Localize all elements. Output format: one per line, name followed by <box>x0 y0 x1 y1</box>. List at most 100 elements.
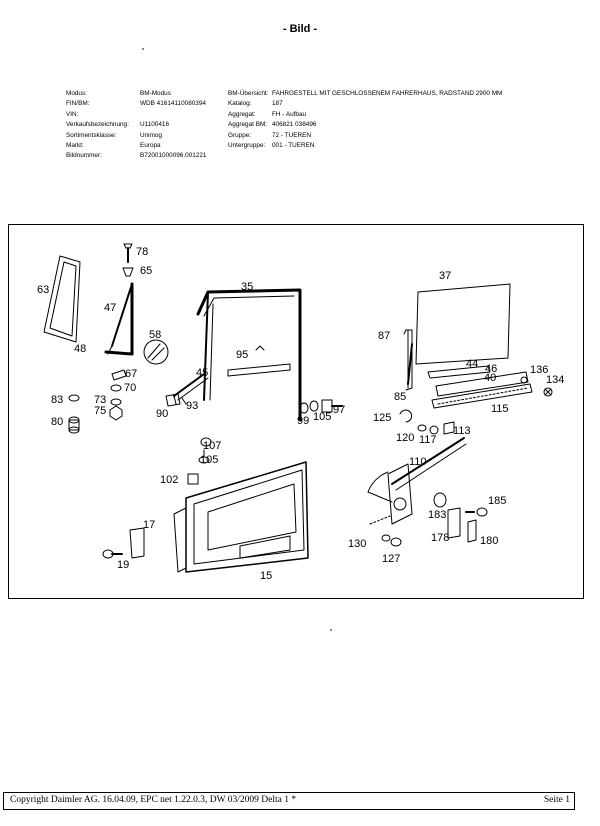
bolt-part <box>187 437 212 485</box>
part-number: 73 <box>94 394 107 406</box>
window-frame-part <box>173 288 302 422</box>
info-value: FAHRGESTELL MIT GESCHLOSSENEM FAHRERHAUS… <box>272 90 503 97</box>
part-number: 83 <box>51 394 64 406</box>
info-label: Verkaufsbezeichnung: <box>66 121 129 129</box>
info-labels-2: BM-Übersicht: Katalog: Aggregat: Aggrega… <box>228 89 268 151</box>
part-number: 95 <box>236 349 249 361</box>
part-number: 105 <box>200 454 219 466</box>
part-number: 113 <box>453 425 471 437</box>
part-number: 185 <box>488 495 507 507</box>
part-number: 75 <box>94 405 107 417</box>
info-label: FIN/BM: <box>66 100 90 108</box>
part-number: 87 <box>378 330 391 342</box>
screw-part <box>381 534 402 547</box>
info-values: BM-Modus WDB 41614110080394 ​ U1100416 U… <box>140 89 206 162</box>
part-number: 120 <box>396 432 415 444</box>
part-number: 58 <box>149 329 162 341</box>
part-number: 107 <box>203 440 222 452</box>
scan-speck <box>142 48 144 50</box>
info-label: Sortimentsklasse: <box>66 131 117 139</box>
wrench-symbol <box>143 339 169 365</box>
part-number: 80 <box>51 416 64 428</box>
part-number: 93 <box>186 400 199 412</box>
copyright-text: Copyright Daimler AG. 16.04.09, EPC net … <box>10 795 297 805</box>
info-label: Modus: <box>66 90 87 97</box>
part-number: 136 <box>530 364 549 376</box>
info-value: U1100416 <box>140 121 170 129</box>
part-number: 127 <box>382 553 401 565</box>
part-number: 17 <box>143 519 156 531</box>
part-number: 47 <box>104 302 117 314</box>
armrest-part <box>102 527 145 559</box>
part-number: 40 <box>484 372 497 384</box>
info-value: 406821 038496 <box>272 121 317 129</box>
screw-part <box>543 387 553 397</box>
part-number: 85 <box>394 391 407 403</box>
part-number: 99 <box>297 415 310 427</box>
info-values-2: FAHRGESTELL MIT GESCHLOSSENEM FAHRERHAUS… <box>272 89 502 151</box>
part-number: 70 <box>124 382 137 394</box>
part-number: 183 <box>428 509 447 521</box>
info-label: Bildnummer: <box>66 152 102 160</box>
bracket-part <box>165 393 187 407</box>
bolt-part <box>299 399 343 414</box>
info-value: Unimog <box>140 131 163 139</box>
door-glass-part <box>407 283 511 385</box>
part-number: 35 <box>241 281 254 293</box>
info-value: ​ <box>140 110 206 120</box>
part-number: 134 <box>546 374 565 386</box>
clip-part <box>399 409 455 435</box>
hinge-part <box>447 507 488 543</box>
guide-rail-part <box>403 329 413 391</box>
page-footer: Copyright Daimler AG. 16.04.09, EPC net … <box>3 792 575 810</box>
part-number: 102 <box>160 474 179 486</box>
drawing-frame <box>8 224 584 599</box>
part-number: 125 <box>373 412 392 424</box>
seal-strip-part <box>227 345 291 377</box>
part-number: 45 <box>196 367 209 379</box>
hardware-part <box>68 369 127 434</box>
vent-glass-part <box>43 255 81 343</box>
info-labels: Modus: FIN/BM: VIN: Verkaufsbezeichnung:… <box>66 89 129 162</box>
part-number: 97 <box>333 404 346 416</box>
info-value: 187 <box>272 100 283 108</box>
part-number: 48 <box>74 343 87 355</box>
info-label: Untergruppe: <box>228 142 266 150</box>
scan-speck <box>330 629 332 631</box>
window-regulator-part <box>367 437 467 525</box>
info-label: VIN: <box>66 110 79 118</box>
info-value: 001 - TUEREN <box>272 142 315 150</box>
part-number: 44 <box>466 358 479 370</box>
screw-part <box>122 243 134 277</box>
info-value: 72 - TUEREN <box>272 131 311 139</box>
part-number: 90 <box>156 408 169 420</box>
part-number: 65 <box>140 265 153 277</box>
vent-frame-part <box>104 282 134 356</box>
part-number: 115 <box>491 403 509 415</box>
page-number: Seite 1 <box>543 795 570 805</box>
part-number: 105 <box>313 411 332 423</box>
part-number: 15 <box>260 570 273 582</box>
info-value: WDB 41614110080394 <box>140 100 206 108</box>
info-value: Europa <box>140 142 161 150</box>
part-number: 180 <box>480 535 499 547</box>
part-number: 37 <box>439 270 452 282</box>
part-number: 46 <box>485 363 498 375</box>
info-label: Katalog: <box>228 100 252 108</box>
info-label: Gruppe: <box>228 131 252 139</box>
part-number: 67 <box>125 368 138 380</box>
part-number: 130 <box>348 538 367 550</box>
info-label: BM-Übersicht: <box>228 90 269 97</box>
part-number: 78 <box>136 246 149 258</box>
info-label: Aggregat BM: <box>228 121 268 129</box>
part-number: 178 <box>431 532 450 544</box>
door-panel-part <box>173 461 309 573</box>
lifter-channel-part <box>427 365 533 409</box>
part-number: 19 <box>117 559 130 571</box>
info-value: B72001000096.001221 <box>140 152 207 160</box>
info-label: Markt: <box>66 142 84 150</box>
part-number: 117 <box>419 434 437 446</box>
part-number: 63 <box>37 284 50 296</box>
info-label: Aggregat: <box>228 110 256 118</box>
page-title: - Bild - <box>282 23 318 35</box>
